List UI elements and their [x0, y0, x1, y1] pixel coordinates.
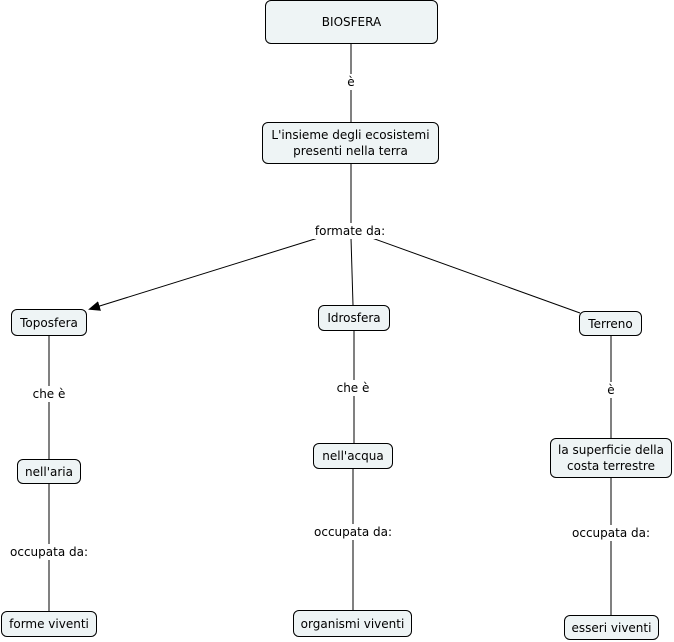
- concept-idrosfera[interactable]: Idrosfera: [318, 305, 390, 331]
- link-formate-toposfera: [88, 237, 319, 311]
- link-formate-terreno: [371, 237, 581, 314]
- concept-organismi-viventi[interactable]: organismi viventi: [293, 610, 412, 637]
- concept-forme-viventi[interactable]: forme viventi: [1, 611, 97, 637]
- link-label-occupata-da: occupata da:: [570, 525, 652, 541]
- concept-esseri-viventi[interactable]: esseri viventi: [564, 615, 659, 640]
- link-label-e: è: [605, 382, 617, 398]
- concept-biosfera[interactable]: BIOSFERA: [265, 0, 438, 44]
- concept-nell-acqua[interactable]: nell'acqua: [313, 443, 393, 469]
- link-label-che-e: che è: [334, 380, 372, 396]
- link-label-e: è: [345, 74, 357, 90]
- link-formate-idrosfera: [350, 237, 354, 306]
- concept-insieme-ecosistemi[interactable]: L'insieme degli ecosistemi presenti nell…: [262, 122, 439, 164]
- concept-nell-aria[interactable]: nell'aria: [17, 459, 81, 484]
- concept-superficie-costa[interactable]: la superficie della costa terrestre: [550, 438, 672, 478]
- link-label-occupata-da: occupata da:: [312, 524, 394, 540]
- link-label-che-e: che è: [30, 386, 68, 402]
- link-label-formate-da: formate da:: [312, 223, 388, 239]
- concept-toposfera[interactable]: Toposfera: [11, 309, 87, 336]
- concept-terreno[interactable]: Terreno: [579, 311, 642, 336]
- link-label-occupata-da: occupata da:: [8, 544, 90, 560]
